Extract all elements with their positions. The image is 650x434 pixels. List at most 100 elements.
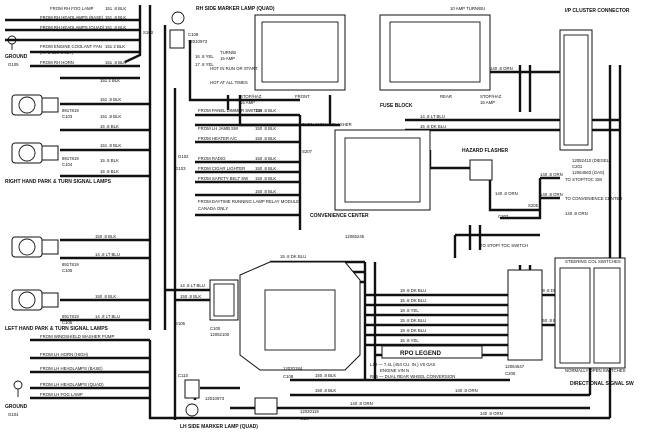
rh-lamp-connector-upper bbox=[11, 94, 59, 116]
s207-label: S207 bbox=[302, 149, 313, 154]
w39-dk-blu-label: 39 .8 DK BLU bbox=[540, 288, 566, 293]
lh-marker-part-label: 12010973 bbox=[205, 396, 225, 401]
rh-side-marker-lamp: RH SIDE MARKER LAMP (QUAD) C109 12010973 bbox=[169, 6, 275, 49]
rh-part-2-label: 8917819 bbox=[62, 156, 79, 161]
c104-label: C104 bbox=[62, 162, 73, 167]
fuse-front-label: FRONT bbox=[295, 94, 310, 99]
legend-title: RPO LEGEND bbox=[400, 350, 441, 357]
hot-run-start-label: HOT IN RUN OR START bbox=[210, 66, 258, 71]
convenience-center: TURN SIGNAL FLASHER CONVENIENCE CENTER 1… bbox=[302, 122, 431, 239]
ground-bottom-label: GROUND bbox=[5, 404, 28, 410]
lh-headlamps-label: FROM LH HEADLAMPS (BASE) bbox=[40, 366, 103, 371]
coolant-fan-wire-label: 151 2 BLK bbox=[105, 44, 125, 49]
w19-dk-blu-1-label: 19 .8 DK BLU bbox=[400, 328, 426, 333]
c103-label: C103 bbox=[62, 114, 73, 119]
fuse-rear-label: REAR bbox=[440, 94, 452, 99]
rh-horn-label: FROM RH HORN bbox=[40, 60, 74, 65]
lh-side-marker-lamp: LH SIDE MARKER LAMP (QUAD) C110 12010973 bbox=[178, 373, 258, 430]
rh-headlamps-base-wire-label: 151 .8 BLK bbox=[105, 15, 126, 20]
w18-ylw-label: 18 .8 YEL bbox=[400, 308, 419, 313]
c108-part-label: 12020184 bbox=[283, 366, 303, 371]
lh-part-2-label: 8917819 bbox=[62, 314, 79, 319]
rh-wire-3-label: 151 .8 BLK bbox=[100, 143, 121, 148]
safety-belt-label: FROM SAFETY BELT SW bbox=[198, 176, 249, 181]
lh-park-turn-label: LEFT HAND PARK & TURN SIGNAL LAMPS bbox=[5, 326, 109, 332]
w140-orn-1-label: 140 .8 ORN bbox=[455, 388, 478, 393]
w140-orn-5-label: 140 .8 ORN bbox=[540, 172, 563, 177]
c100-label: C100 bbox=[210, 326, 221, 331]
rh-wire-1-label: 151 .8 BLK bbox=[100, 97, 121, 102]
rh-park-turn-label: RIGHT HAND PARK & TURN SIGNAL LAMPS bbox=[5, 179, 112, 185]
w140-orn-3-label: 140 .8 ORN bbox=[480, 411, 503, 416]
rh-fog-wire-label: 151 .8 BLK bbox=[105, 6, 126, 11]
coolant-fan-label: FROM ENGINE COOLANT FAN bbox=[40, 44, 102, 49]
amp15-r-label: 15 AMP bbox=[480, 100, 495, 105]
rh-marker-label: RH SIDE MARKER LAMP (QUAD) bbox=[196, 6, 275, 12]
w15-dk-blu-fuse-label: 15 .8 DK BLU bbox=[420, 124, 446, 129]
cigar-lighter-label: FROM CIGAR LIGHTER bbox=[198, 166, 245, 171]
rh-wire-2-label: 15 .8 BLK bbox=[100, 124, 119, 129]
lh-marker-conn-label: C110 bbox=[178, 373, 189, 378]
rh-marker-part-label: 12010973 bbox=[188, 39, 208, 44]
ip-c201-label: C201 bbox=[572, 164, 583, 169]
lh-part-1-label: 8917819 bbox=[62, 262, 79, 267]
rh-headlamps-quad-label: FROM RH HEADLAMPS (QUAD) bbox=[40, 25, 105, 30]
c107-connector: 12020119 C107 bbox=[254, 397, 319, 421]
legend-line1b: ENGINE VIN N bbox=[380, 368, 409, 373]
ground-top-id-label: G105 bbox=[8, 62, 19, 67]
w150-v1-label: 150 .8 BLK bbox=[315, 373, 336, 378]
rh-fog-lamp-label: FROM RH FOG LAMP bbox=[50, 6, 94, 11]
w15-dk-blu-3-label: 15 .8 DK BLU bbox=[400, 318, 426, 323]
convenience-center-label: CONVENIENCE CENTER bbox=[310, 213, 369, 219]
w140-orn-7-label: 140 .8 ORN bbox=[565, 211, 588, 216]
lh-park-turn-lamps: 8917819 C105 8917819 C106 LEFT HAND PARK… bbox=[5, 236, 109, 332]
ip-part2-label: 12064563 (GAS) bbox=[572, 170, 605, 175]
fuse-block-rear: 10 AMP TURN/BU REAR STOP/HAZ 15 AMP FUSE… bbox=[379, 6, 502, 109]
bulkhead-connector: 12020184 C108 bbox=[239, 261, 361, 379]
w150-4-label: 150 .8 BLK bbox=[255, 156, 276, 161]
rh-wire-7-label: 15 .8 BLK bbox=[100, 158, 119, 163]
hazard-flasher-label: HAZARD FLASHER bbox=[462, 148, 508, 154]
lh-fog-label: FROM LH FOG LAMP bbox=[40, 392, 83, 397]
to-convenience-label: TO CONVENIENCE CENTER bbox=[565, 196, 622, 201]
w15-dk-blu-h-label: 15 .8 DK BLU bbox=[280, 254, 306, 259]
c108-label: C108 bbox=[283, 374, 294, 379]
w150-blk-h-label: 150 .8 BLK bbox=[180, 294, 201, 299]
to-stop-toc-label: TO STOP/TOC SW bbox=[565, 177, 603, 182]
g102-label: G102 bbox=[178, 154, 189, 159]
c100-part-label: 12052100 bbox=[210, 332, 230, 337]
ip-part-label: 12052410 (DIESEL) bbox=[572, 158, 611, 163]
turn-b-label: TURN/B bbox=[220, 50, 236, 55]
lh-wire-4-label: 14 .8 LT BLU bbox=[95, 314, 120, 319]
c106-label: C106 bbox=[62, 320, 73, 325]
rh-part-1-label: 8917819 bbox=[62, 108, 79, 113]
lh-lamp-connector-lower bbox=[11, 289, 59, 311]
ground-bottom: GROUND G104 bbox=[5, 380, 28, 417]
radio-label: FROM RADIO bbox=[198, 156, 226, 161]
w140-orn-6-label: 140 .8 ORN bbox=[540, 192, 563, 197]
w150-blk-r-label: 150 .8 BLK bbox=[540, 318, 561, 323]
c206-part-label: 12064547 bbox=[505, 364, 525, 369]
s106-label: S106 bbox=[175, 321, 186, 326]
c105-label: C105 bbox=[62, 268, 73, 273]
coolant-fan-note-label: (RPO LL4 ONLY) bbox=[40, 50, 74, 55]
w140-orn-2-label: 140 .8 ORN bbox=[350, 401, 373, 406]
rh-park-turn-lamps: 8917819 C103 8917819 C104 RIGHT HAND PAR… bbox=[5, 94, 112, 185]
hazard-flasher: HAZARD FLASHER C207 TO STOP/ TOC SWITCH … bbox=[462, 148, 622, 248]
amp15b-label: 15 AMP bbox=[240, 100, 255, 105]
w150-6-label: 150 .8 BLK bbox=[255, 176, 276, 181]
stop-haz-r-label: STOP/HAZ bbox=[480, 94, 502, 99]
rh-wire-5-label: 151 2 BLK bbox=[100, 78, 120, 83]
lh-headlamps-quad-label: FROM LH HEADLAMPS (QUAD) bbox=[40, 382, 104, 387]
w140-orn-8-label: 140 .8 ORN bbox=[495, 191, 518, 196]
w150-3-label: 150 .8 BLK bbox=[255, 136, 276, 141]
rpo-legend: RPO LEGEND L19 — 7.4L (454 CU. IN.) V8 G… bbox=[370, 345, 483, 379]
washer-pump-label: FROM WINDSHIELD WASHER PUMP bbox=[40, 334, 114, 339]
w16-ylw-label: 16 .8 YEL bbox=[195, 54, 214, 59]
amp10-turn-label: 10 AMP TURN/BU bbox=[450, 6, 485, 11]
rh-wire-4-label: 15 .8 BLK bbox=[100, 169, 119, 174]
directional-label: DIRECTIONAL SIGNAL SW bbox=[570, 381, 634, 387]
c206-label: C206 bbox=[505, 371, 516, 376]
